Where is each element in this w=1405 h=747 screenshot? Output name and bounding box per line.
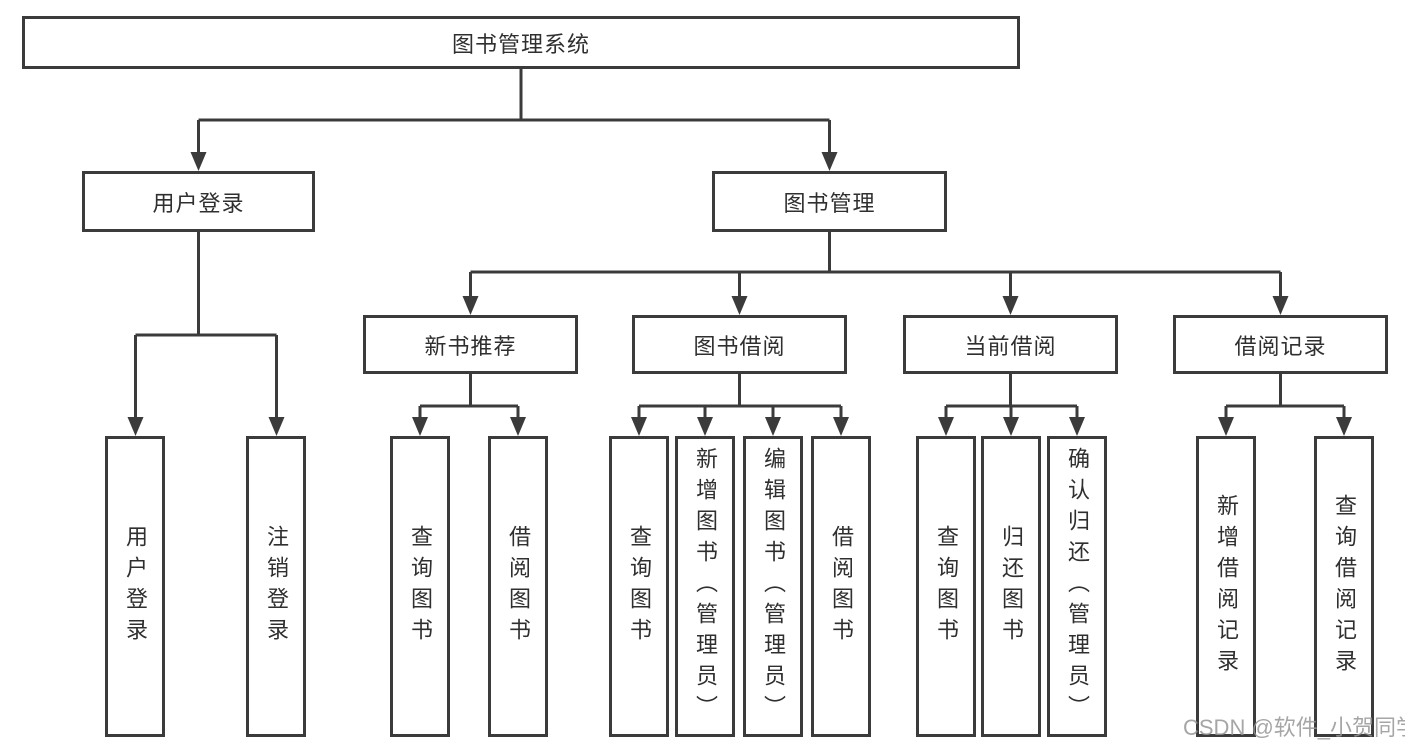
node-user-login: 用户登录 bbox=[82, 171, 315, 232]
connector-root-arrowheads bbox=[190, 152, 838, 171]
leaf-recommend-query-books-label: 查询图书 bbox=[408, 524, 433, 649]
connector-current-children bbox=[944, 373, 1079, 420]
leaf-logout-label: 注销登录 bbox=[264, 524, 289, 649]
connector-records-children bbox=[1224, 373, 1346, 420]
node-current-borrowing-label: 当前借阅 bbox=[964, 333, 1057, 359]
leaf-recommend-borrow-books: 借阅图书 bbox=[488, 436, 548, 737]
node-book-management-system-label: 图书管理系统 bbox=[451, 31, 590, 57]
leaf-add-book-admin: 新增图书（管理员） bbox=[675, 436, 735, 737]
node-book-management: 图书管理 bbox=[712, 171, 947, 232]
node-book-borrowing-label: 图书借阅 bbox=[693, 333, 786, 359]
connector-book-management-children bbox=[469, 231, 1282, 299]
connector-recommend-children bbox=[418, 373, 520, 420]
leaf-confirm-return-admin: 确认归还（管理员） bbox=[1047, 436, 1107, 737]
leaf-borrowing-query-books: 查询图书 bbox=[609, 436, 669, 737]
node-book-borrowing: 图书借阅 bbox=[632, 315, 847, 374]
node-user-login-label: 用户登录 bbox=[152, 190, 245, 216]
leaf-query-borrow-record: 查询借阅记录 bbox=[1314, 436, 1374, 737]
node-new-book-recommend-label: 新书推荐 bbox=[424, 333, 517, 359]
leaf-confirm-return-admin-label: 确认归还（管理员） bbox=[1065, 447, 1090, 726]
leaf-edit-book-admin-label: 编辑图书（管理员） bbox=[761, 447, 786, 726]
leaf-current-query-books: 查询图书 bbox=[916, 436, 976, 737]
connector-user-login-arrowheads bbox=[127, 417, 285, 436]
leaf-add-book-admin-label: 新增图书（管理员） bbox=[693, 447, 718, 726]
leaf-query-borrow-record-label: 查询借阅记录 bbox=[1332, 493, 1357, 680]
leaf-user-login-label: 用户登录 bbox=[123, 524, 148, 649]
connector-borrowing-arrowheads bbox=[631, 417, 849, 436]
connector-book-management-arrowheads bbox=[462, 296, 1289, 315]
connector-user-login-children bbox=[134, 231, 278, 420]
node-book-management-system: 图书管理系统 bbox=[22, 16, 1020, 69]
node-book-management-label: 图书管理 bbox=[783, 190, 876, 216]
leaf-user-login: 用户登录 bbox=[105, 436, 165, 737]
leaf-return-books-label: 归还图书 bbox=[999, 524, 1024, 649]
node-current-borrowing: 当前借阅 bbox=[903, 315, 1118, 374]
leaf-add-borrow-record: 新增借阅记录 bbox=[1196, 436, 1256, 737]
connector-borrowing-children bbox=[637, 373, 843, 420]
node-new-book-recommend: 新书推荐 bbox=[363, 315, 578, 374]
leaf-borrowing-borrow-books-label: 借阅图书 bbox=[829, 524, 854, 649]
node-borrowing-records: 借阅记录 bbox=[1173, 315, 1388, 374]
connector-current-arrowheads bbox=[938, 417, 1085, 436]
leaf-recommend-borrow-books-label: 借阅图书 bbox=[506, 524, 531, 649]
connector-root-to-level2 bbox=[197, 69, 831, 155]
leaf-logout: 注销登录 bbox=[246, 436, 306, 737]
connector-recommend-arrowheads bbox=[412, 417, 526, 436]
leaf-recommend-query-books: 查询图书 bbox=[390, 436, 450, 737]
leaf-current-query-books-label: 查询图书 bbox=[934, 524, 959, 649]
leaf-borrowing-query-books-label: 查询图书 bbox=[627, 524, 652, 649]
leaf-return-books: 归还图书 bbox=[981, 436, 1041, 737]
connector-records-arrowheads bbox=[1218, 417, 1352, 436]
csdn-watermark: CSDN @软件_小贺同学 bbox=[1183, 715, 1405, 740]
leaf-borrowing-borrow-books: 借阅图书 bbox=[811, 436, 871, 737]
node-borrowing-records-label: 借阅记录 bbox=[1234, 333, 1327, 359]
leaf-add-borrow-record-label: 新增借阅记录 bbox=[1214, 493, 1239, 680]
leaf-edit-book-admin: 编辑图书（管理员） bbox=[743, 436, 803, 737]
